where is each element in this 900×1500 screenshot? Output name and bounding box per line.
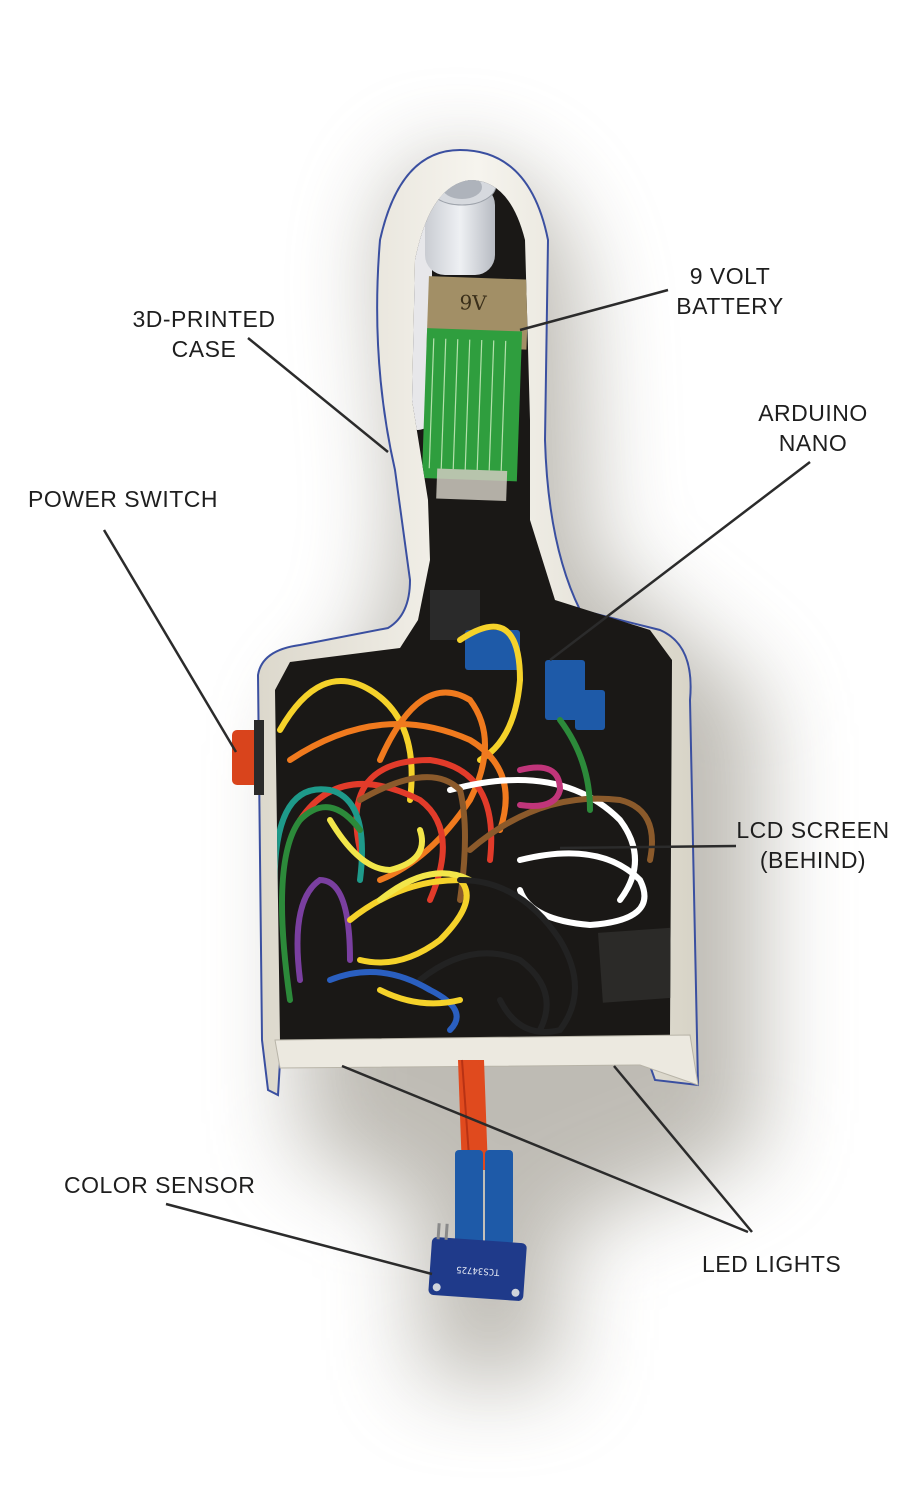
label-line: COLOR SENSOR — [64, 1172, 256, 1198]
label-line: NANO — [778, 430, 848, 456]
leader-line-power-switch — [102, 529, 238, 753]
case-bottom-lip — [274, 1034, 699, 1086]
label-arduino-nano: ARDUINO NANO — [738, 398, 888, 458]
paper-tube — [425, 185, 495, 275]
battery-stripes — [428, 338, 507, 471]
sensor-print: TCS34725 — [456, 1264, 500, 1277]
color-sensor-board: TCS34725 — [428, 1223, 527, 1301]
leader-line-lcd — [559, 844, 737, 850]
label-line: LED LIGHTS — [702, 1251, 842, 1277]
label-9-volt-battery: 9 VOLT BATTERY — [660, 261, 800, 321]
label-led-lights: LED LIGHTS — [702, 1249, 841, 1279]
leader-line-color-sensor — [165, 1202, 433, 1276]
label-power-switch: POWER SWITCH — [28, 484, 218, 514]
leader-line-led-a — [341, 1064, 749, 1234]
wire-bundle — [275, 623, 655, 1035]
label-line: (BEHIND) — [759, 847, 867, 873]
battery-print: 9V — [459, 290, 488, 315]
label-line: BATTERY — [676, 293, 784, 319]
label-line: LCD SCREEN — [736, 817, 890, 843]
label-line: 9 VOLT — [689, 263, 771, 289]
leader-line-led-b — [613, 1065, 753, 1233]
leader-line-arduino — [549, 461, 811, 661]
black-tape — [598, 926, 672, 1003]
leader-lines — [102, 288, 811, 1276]
nine-volt-battery: 9V — [421, 276, 529, 501]
label-line: 3D-PRINTED — [132, 306, 276, 332]
blue-connectors — [465, 630, 605, 730]
label-color-sensor: COLOR SENSOR — [64, 1170, 255, 1200]
label-3d-printed-case: 3D-PRINTED CASE — [124, 304, 284, 364]
label-line: POWER SWITCH — [28, 486, 218, 512]
leader-line-battery — [519, 288, 669, 332]
power-switch — [232, 720, 264, 795]
label-lcd-screen: LCD SCREEN (BEHIND) — [728, 815, 898, 875]
leader-line-case — [247, 337, 389, 453]
sensor-ribbon — [455, 1059, 513, 1245]
label-line: CASE — [171, 336, 237, 362]
label-line: ARDUINO — [758, 400, 868, 426]
